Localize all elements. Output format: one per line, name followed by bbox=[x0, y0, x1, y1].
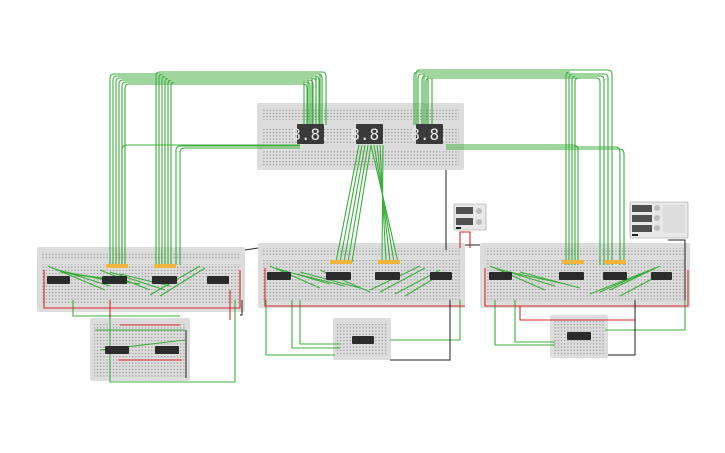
ic-chip[interactable] bbox=[152, 276, 177, 284]
resistor-bank[interactable] bbox=[562, 260, 584, 264]
ground-wires bbox=[185, 170, 686, 378]
resistor-bank[interactable] bbox=[106, 264, 128, 268]
ic-chip[interactable] bbox=[651, 272, 672, 280]
ic-chip[interactable] bbox=[603, 272, 627, 280]
ic-chip[interactable] bbox=[267, 272, 291, 280]
ic-chip[interactable] bbox=[105, 346, 129, 354]
ic-chip[interactable] bbox=[207, 276, 229, 284]
display-wires bbox=[109, 69, 625, 265]
resistor-bank[interactable] bbox=[154, 264, 176, 268]
power-supplies bbox=[453, 201, 689, 239]
resistor-bank[interactable] bbox=[604, 260, 626, 264]
ic-chip[interactable] bbox=[489, 272, 512, 280]
svg-text:8.8.: 8.8. bbox=[350, 125, 389, 144]
resistor-bank[interactable] bbox=[378, 260, 400, 264]
svg-text:8.8.: 8.8. bbox=[410, 125, 449, 144]
ic-chip[interactable] bbox=[559, 272, 584, 280]
ic-chip[interactable] bbox=[430, 272, 452, 280]
resistor-bank[interactable] bbox=[330, 260, 352, 264]
seven-segment-displays: 8.8. 8.8. 8.8. bbox=[291, 124, 449, 144]
ic-chip[interactable] bbox=[155, 346, 179, 354]
seven-segment-display[interactable]: 8.8. bbox=[410, 124, 449, 144]
ic-chip[interactable] bbox=[567, 332, 591, 340]
power-wires bbox=[43, 231, 689, 361]
ic-chip[interactable] bbox=[102, 276, 127, 284]
ic-chip[interactable] bbox=[326, 272, 351, 280]
resistor-banks bbox=[106, 260, 626, 268]
svg-text:8.8.: 8.8. bbox=[291, 125, 330, 144]
ic-chip[interactable] bbox=[47, 276, 70, 284]
integrated-circuits bbox=[47, 272, 672, 354]
power-supply[interactable] bbox=[453, 203, 487, 231]
power-supply[interactable] bbox=[629, 201, 689, 239]
seven-segment-display[interactable]: 8.8. bbox=[291, 124, 330, 144]
seven-segment-display[interactable]: 8.8. bbox=[350, 124, 389, 144]
ic-chip[interactable] bbox=[375, 272, 400, 280]
ic-chip[interactable] bbox=[352, 336, 374, 344]
